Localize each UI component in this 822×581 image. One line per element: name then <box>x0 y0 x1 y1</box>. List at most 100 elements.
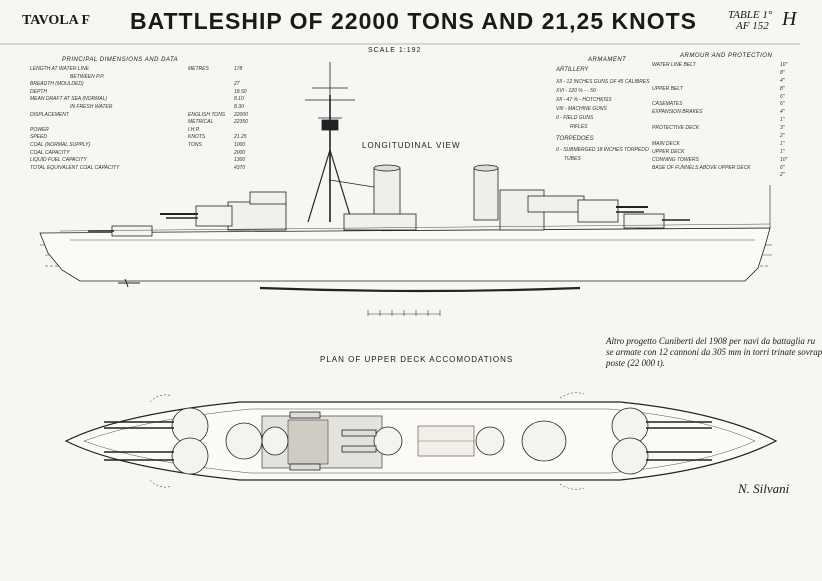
protection-row: MAIN DECK 1" <box>652 141 800 149</box>
caption-line: Altro progetto Cuniberti del 1908 per na… <box>606 336 816 346</box>
artillery-item: RIFLES <box>570 124 588 130</box>
protection-value: 3" <box>780 125 785 132</box>
dimension-label: DISPLACEMENT <box>30 111 69 118</box>
dimension-value: 21.25 <box>234 134 247 141</box>
dimension-value: 8.10 <box>234 96 244 103</box>
caption-line: poste (22 000 t). <box>606 358 665 368</box>
artillery-item: II - FIELD GUNS <box>556 115 594 121</box>
dimension-label: COAL (NORMAL SUPPLY) <box>30 141 91 148</box>
dimension-unit: METRES <box>188 66 209 72</box>
dimension-label: LENGTH AT WATER LINE <box>30 66 89 72</box>
artillery-item: XII - 12 INCHES GUNS OF 45 CALIBRES <box>556 79 650 85</box>
dimension-value: 8.30 <box>234 103 244 110</box>
protection-value: 2" <box>780 133 785 140</box>
caption-line: se armate con 12 cannoni da 305 mm in to… <box>606 347 822 357</box>
longitudinal-view-label: LONGITUDINAL VIEW <box>362 141 461 150</box>
dimension-value: 22350 <box>234 119 248 126</box>
longitudinal-view-drawing <box>39 62 772 293</box>
protection-label: PROTECTIVE DECK <box>652 125 700 132</box>
protection-value: 4" <box>780 77 785 84</box>
dimension-row: BETWEEN P.P. <box>30 74 260 82</box>
protection-label: WATER LINE BELT <box>652 62 696 68</box>
armament-heading: ARMAMENT <box>588 57 627 63</box>
dimension-label: IN FRESH WATER <box>70 103 113 110</box>
protection-label: BASE OF FUNNELS ABOVE UPPER DECK <box>652 164 751 171</box>
artillery-list: XII - 12 INCHES GUNS OF 45 CALIBRES XVI … <box>556 78 650 132</box>
protection-row: UPPER BELT 8" <box>652 86 800 94</box>
protection-row: PROTECTIVE DECK 3" <box>652 125 800 133</box>
protection-value: 2" <box>780 172 785 179</box>
protection-value: 1" <box>780 148 785 155</box>
dimension-label: MEAN DRAFT AT SEA (NORMAL) <box>30 96 108 103</box>
ship-drawings <box>0 43 800 490</box>
protection-value: 10" <box>780 62 788 68</box>
torpedoes-label: TORPEDOES <box>556 136 594 142</box>
author-signature: N. Silvani <box>738 481 790 496</box>
dimension-row: BREADTH (MOULDED) 27 <box>30 81 260 89</box>
protection-row: 2" <box>652 172 800 180</box>
protection-label: MAIN DECK <box>652 140 680 147</box>
dimension-label: COAL CAPACITY <box>30 149 70 156</box>
torpedo-item: II - SUBMERGED 18 INCHES TORPEDO <box>556 147 649 153</box>
table-line-1: TABLE 1° <box>728 9 773 21</box>
protection-row: BASE OF FUNNELS ABOVE UPPER DECK 6" <box>652 165 800 173</box>
protection-label: EXPANSION BRAKES <box>652 109 703 116</box>
dimension-unit: ENGLISH TONS <box>188 111 226 118</box>
artillery-label: ARTILLERY <box>556 67 589 73</box>
dimension-value: 22000 <box>234 111 248 118</box>
protection-label: UPPER BELT <box>652 85 683 92</box>
drawing-title: BATTLESHIP OF 22000 TONS AND 21,25 KNOTS <box>130 8 698 34</box>
dimension-row: IN FRESH WATER 8.30 <box>30 104 260 112</box>
protection-row: 4" <box>652 78 800 86</box>
protection-row: 2" <box>652 133 800 141</box>
dimension-label: TOTAL EQUIVALENT COAL CAPACITY <box>30 164 120 171</box>
protection-value: 10" <box>780 156 788 163</box>
dimension-row: DISPLACEMENT ENGLISH TONS 22000 <box>30 112 260 120</box>
artillery-item: XVI - 120 % - - 50 <box>556 88 596 94</box>
dimension-row: LENGTH AT WATER LINE METRES 178 <box>30 66 260 74</box>
dimension-label: BETWEEN P.P. <box>70 73 105 80</box>
plan-view-label: PLAN OF UPPER DECK ACCOMODATIONS <box>320 355 514 364</box>
dimension-label: LIQUID FUEL CAPACITY <box>30 157 87 164</box>
dimension-label: SPEED <box>30 134 47 141</box>
protection-value: 8" <box>780 85 785 92</box>
dimension-value: 178 <box>234 66 243 72</box>
corner-mark: H <box>782 8 797 30</box>
protection-value: 6" <box>780 93 785 100</box>
dimension-row: POWER I.H.P. <box>30 127 260 135</box>
torpedoes-list: II - SUBMERGED 18 INCHES TORPEDO TUBES <box>556 146 649 164</box>
dimension-unit: I.H.P. <box>188 126 200 133</box>
protection-value: 1" <box>780 140 785 147</box>
dimension-label: POWER <box>30 126 49 133</box>
dimension-row: MEAN DRAFT AT SEA (NORMAL) 8.10 <box>30 96 260 104</box>
dimension-value: 4370 <box>234 164 246 171</box>
dimension-row: DEPTH 18.50 <box>30 89 260 97</box>
dimension-unit: METRICAL <box>188 119 214 126</box>
protection-value: 6" <box>780 164 785 171</box>
scale-bar <box>367 310 441 316</box>
scale-label: SCALE 1:192 <box>368 47 422 54</box>
protection-heading: ARMOUR AND PROTECTION <box>680 53 773 59</box>
dimension-label: DEPTH <box>30 88 47 95</box>
protection-label: CONNING TOWERS <box>652 156 699 163</box>
protection-row: 6" <box>652 94 800 102</box>
torpedo-item: TUBES <box>564 156 581 162</box>
protection-row: 8" <box>652 70 800 78</box>
dimension-row: METRICAL 22350 <box>30 119 260 127</box>
dimension-value: 27 <box>234 81 240 88</box>
dimension-value: 18.50 <box>234 88 247 95</box>
plate-label: TAVOLA F <box>22 13 91 28</box>
protection-value: 8" <box>780 69 785 76</box>
dimension-label: BREADTH (MOULDED) <box>30 81 84 88</box>
plan-view-drawing <box>64 392 778 490</box>
protection-value: 6" <box>780 101 785 108</box>
italian-caption: Altro progetto Cuniberti del 1908 per na… <box>606 336 822 369</box>
dimensions-heading: PRINCIPAL DIMENSIONS AND DATA <box>62 57 179 63</box>
